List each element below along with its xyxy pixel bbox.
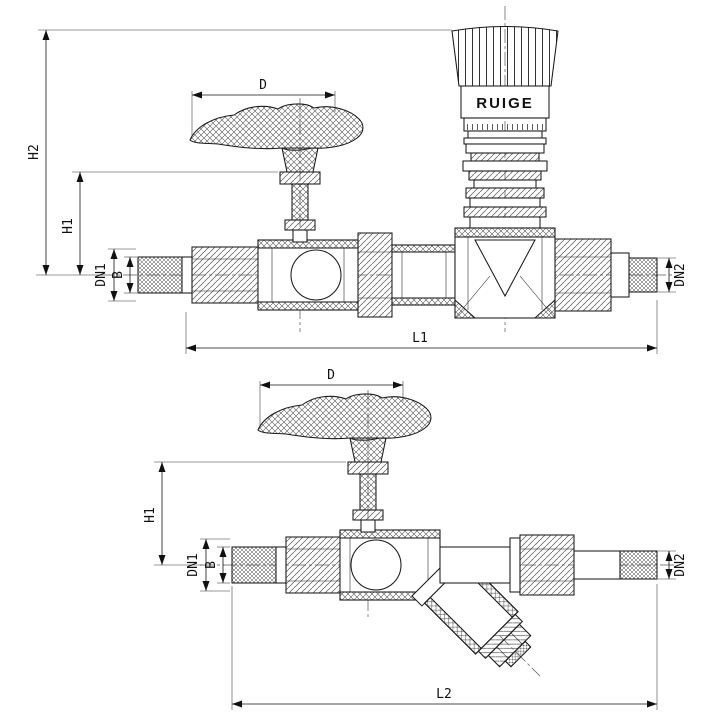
ball-valve-body-bottom <box>339 529 441 601</box>
handle-assembly-bottom <box>257 393 432 533</box>
dim-h1-top: H1 <box>61 171 278 275</box>
thermostatic-head: RUIGE <box>451 26 559 145</box>
dim-b-top: B <box>111 256 137 294</box>
dim-dn1-bottom: DN1 <box>186 538 230 592</box>
label-dn1-top: DN1 <box>94 263 109 286</box>
label-l2: L2 <box>436 687 452 702</box>
dim-d-bottom: D <box>259 368 404 426</box>
label-dn2-bottom: DN2 <box>673 553 688 576</box>
left-union-bottom <box>231 536 341 594</box>
right-union-bottom <box>439 534 658 596</box>
label-l1: L1 <box>412 331 428 346</box>
bottom-view-dimensions: D H1 DN1 B <box>143 368 688 710</box>
label-h1-bottom: H1 <box>143 507 158 523</box>
label-dn1-bottom: DN1 <box>186 553 201 576</box>
dim-d-top: D <box>191 78 336 136</box>
thermostatic-valve-body <box>454 227 556 319</box>
dim-l1: L1 <box>185 300 658 354</box>
brand-logo: RUIGE <box>476 95 534 112</box>
handle-assembly-top <box>189 103 364 243</box>
label-b-top: B <box>111 271 126 279</box>
ball-valve-body-top <box>257 239 359 311</box>
bottom-valve-body-drawing <box>231 393 658 668</box>
dim-dn2-bottom: DN2 <box>658 550 688 580</box>
dim-h1-bottom: H1 <box>143 461 346 566</box>
dim-h2-top: H2 <box>27 29 452 276</box>
left-union-top <box>137 246 259 304</box>
top-view-dimensions: H2 H1 D DN1 B <box>27 29 688 354</box>
label-b-bottom: B <box>204 561 219 569</box>
label-d-top: D <box>259 78 267 93</box>
label-d-bottom: D <box>327 368 335 383</box>
bottom-valve-view: D H1 DN1 B <box>143 368 688 710</box>
label-dn2-top: DN2 <box>673 263 688 286</box>
dim-b-bottom: B <box>204 546 230 584</box>
dim-dn1-top: DN1 <box>94 248 136 302</box>
dim-l2: L2 <box>231 584 658 710</box>
right-union-top <box>554 238 658 312</box>
label-h2-top: H2 <box>27 144 42 160</box>
top-valve-body-drawing: RUIGE <box>137 26 658 319</box>
top-valve-view: RUIGE <box>27 6 688 354</box>
dim-dn2-top: DN2 <box>658 257 688 293</box>
label-h1-top: H1 <box>61 218 76 234</box>
middle-coupling-top <box>357 232 456 318</box>
thermostatic-bonnet-ribs <box>462 143 548 229</box>
